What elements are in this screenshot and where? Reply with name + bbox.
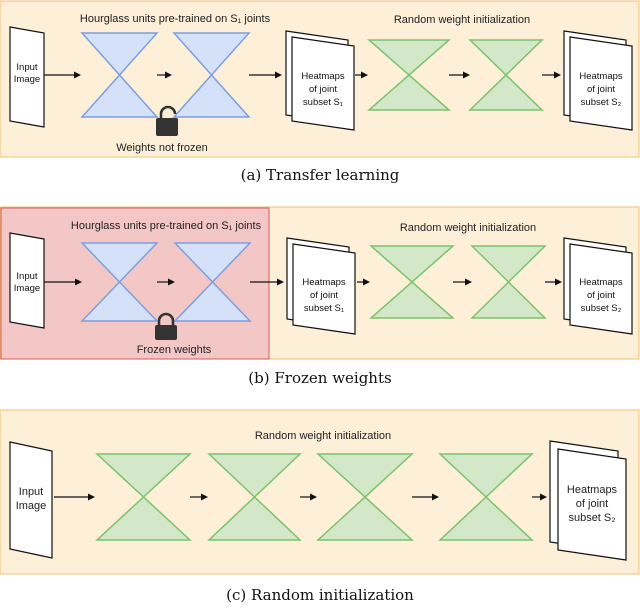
panel-c-heatmaps-s2: Heatmaps of joint subset S₂: [549, 440, 627, 561]
panel-a-input-label-line1: Input: [16, 62, 37, 73]
panel-c-heatmap2-line3: subset S₂: [568, 512, 615, 524]
panel-transfer-learning: Hourglass units pre-trained on S₁ joints…: [0, 0, 640, 184]
panel-a-input-label-line2: Image: [14, 74, 40, 85]
panel-a-heatmap1-line3: subset S₁: [303, 97, 343, 108]
panel-c-background: [0, 409, 640, 575]
panel-b-arrowhead-2: [168, 278, 175, 286]
panel-a-lock-label: Weights not frozen: [116, 142, 208, 154]
panel-c-arrowhead-2: [201, 493, 208, 501]
panel-b-heatmap1-line2: of joint: [310, 290, 338, 301]
panel-a-arrowhead-2: [165, 71, 172, 79]
panel-a-pretrained-hourglass-1: [80, 32, 159, 118]
panel-b-arrowhead-5: [555, 278, 562, 286]
panel-b-pretrained-hourglass-1: [80, 242, 159, 322]
panel-a-input-image-block: [9, 26, 45, 128]
panel-a-arrowhead-4: [361, 71, 368, 79]
panel-b-caption: (b) Frozen weights: [248, 369, 391, 387]
panel-b-heatmaps-s1: Heatmaps of joint subset S₁: [286, 237, 356, 335]
panel-a-random-hourglass-1: [367, 39, 451, 111]
panel-b-input-label-line2: Image: [14, 283, 40, 294]
panel-b-heatmap1-line1: Heatmaps: [302, 277, 346, 288]
panel-a-arrowhead-1: [74, 71, 81, 79]
panel-b-arrowhead-6: [465, 278, 472, 286]
panel-b-random-label: Random weight initialization: [400, 222, 536, 234]
panel-a-heatmap2-line3: subset S₂: [581, 97, 622, 108]
panel-c-arrowhead-4: [432, 493, 439, 501]
panel-a-random-hourglass-2: [468, 39, 544, 111]
panel-c-random-hourglass-2: [207, 453, 302, 541]
panel-b-heatmap2-line1: Heatmaps: [579, 277, 623, 288]
panel-a-heatmap1-line1: Heatmaps: [301, 71, 345, 82]
panel-b-heatmap2-line3: subset S₂: [581, 303, 622, 314]
panel-c-arrowhead-1: [88, 493, 95, 501]
panel-a-caption: (a) Transfer learning: [241, 166, 400, 184]
panel-b-pretrained-label: Hourglass units pre-trained on S₁ joints: [71, 220, 262, 232]
locked-padlock-icon: [155, 312, 177, 340]
panel-c-random-hourglass-4: [438, 453, 534, 541]
panel-b-heatmap2-line2: of joint: [587, 290, 615, 301]
panel-frozen-weights: Hourglass units pre-trained on S₁ joints…: [0, 206, 640, 387]
panel-c-input-label-line1: Input: [19, 486, 43, 498]
panel-c-random-hourglass-3: [316, 453, 414, 541]
unlocked-padlock-icon: [156, 105, 178, 136]
panel-random-initialization: Random weight initialization Input Image…: [0, 409, 640, 604]
panel-b-heatmap1-line3: subset S₁: [304, 303, 344, 314]
panel-a-arrowhead-3: [275, 71, 282, 79]
panel-c-input-label-line2: Image: [16, 500, 47, 512]
panel-c-caption: (c) Random initialization: [226, 586, 414, 604]
panel-c-heatmap2-line2: of joint: [576, 498, 608, 510]
panel-a-pretrained-label: Hourglass units pre-trained on S₁ joints: [80, 13, 271, 25]
panel-b-arrowhead-4: [363, 278, 370, 286]
panel-a-random-label: Random weight initialization: [394, 14, 530, 26]
panel-b-input-label-line1: Input: [16, 271, 37, 282]
panel-c-arrowhead-5: [540, 493, 547, 501]
panel-a-heatmaps-s1: Heatmaps of joint subset S₁: [285, 30, 355, 131]
panel-c-arrowhead-3: [310, 493, 317, 501]
panel-a-heatmap1-line2: of joint: [309, 84, 337, 95]
panel-a-arrowhead-5: [554, 71, 561, 79]
panel-b-random-hourglass-1: [369, 245, 455, 319]
panel-b-lock-label: Frozen weights: [137, 344, 212, 356]
panel-a-heatmap2-line2: of joint: [587, 84, 615, 95]
panel-b-pretrained-hourglass-2: [173, 242, 252, 322]
panel-c-heatmap2-line1: Heatmaps: [567, 484, 618, 496]
panel-c-random-label: Random weight initialization: [255, 430, 391, 442]
panel-c-input-image-block: [9, 441, 53, 559]
panel-b-arrowhead-1: [75, 278, 82, 286]
panel-b-arrowhead-3: [277, 278, 284, 286]
panel-a-pretrained-hourglass-2: [172, 32, 251, 118]
panel-b-random-hourglass-2: [470, 245, 547, 319]
panel-a-heatmaps-s2: Heatmaps of joint subset S₂: [563, 30, 633, 131]
panel-b-frozen-region: [0, 207, 270, 360]
panel-b-input-image-block: [9, 232, 45, 329]
panel-b-heatmaps-s2: Heatmaps of joint subset S₂: [563, 237, 633, 335]
panel-a-heatmap2-line1: Heatmaps: [579, 71, 623, 82]
panel-a-arrowhead-6: [463, 71, 470, 79]
panel-c-random-hourglass-1: [95, 453, 192, 541]
